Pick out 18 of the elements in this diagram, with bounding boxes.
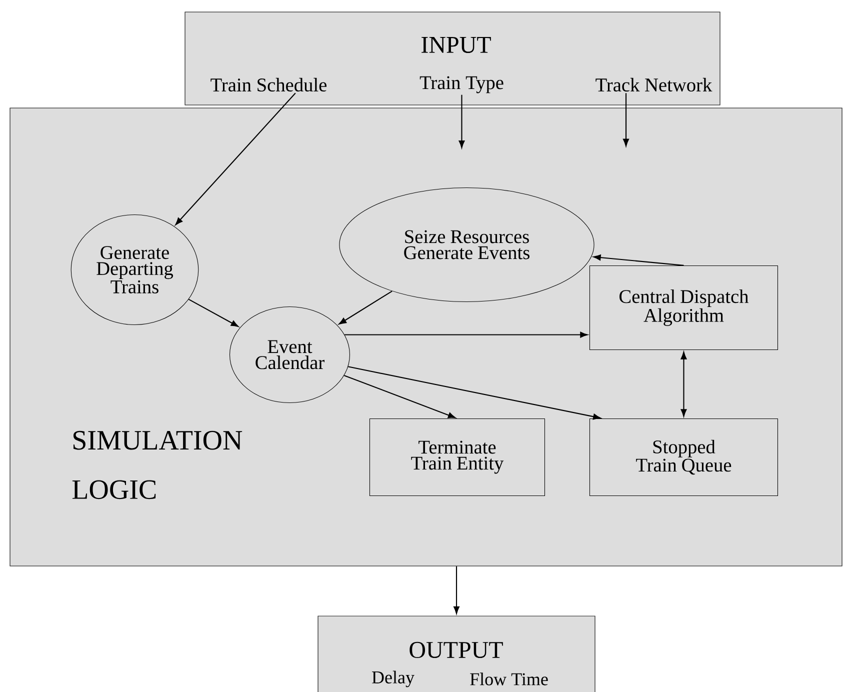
arrow — [348, 366, 601, 420]
arrow — [175, 92, 296, 226]
process-box: Terminate Train Entity — [369, 418, 545, 496]
arrow — [593, 254, 684, 266]
arrow — [188, 298, 239, 327]
arrow — [344, 374, 456, 418]
input-label: Train Schedule — [210, 78, 326, 92]
process-box: Central Dispatch Algorithm — [589, 265, 778, 350]
input-label: Track Network — [596, 78, 712, 92]
arrow — [458, 94, 465, 148]
output-box: OUTPUT Delay Flow Time — [318, 616, 596, 692]
process-box: Stopped Train Queue — [589, 418, 778, 496]
arrow — [338, 290, 392, 324]
arrow — [454, 566, 460, 614]
arrow — [680, 352, 687, 417]
arrow — [623, 93, 629, 146]
arrow — [344, 332, 588, 338]
input-label: Train Type — [420, 76, 504, 94]
